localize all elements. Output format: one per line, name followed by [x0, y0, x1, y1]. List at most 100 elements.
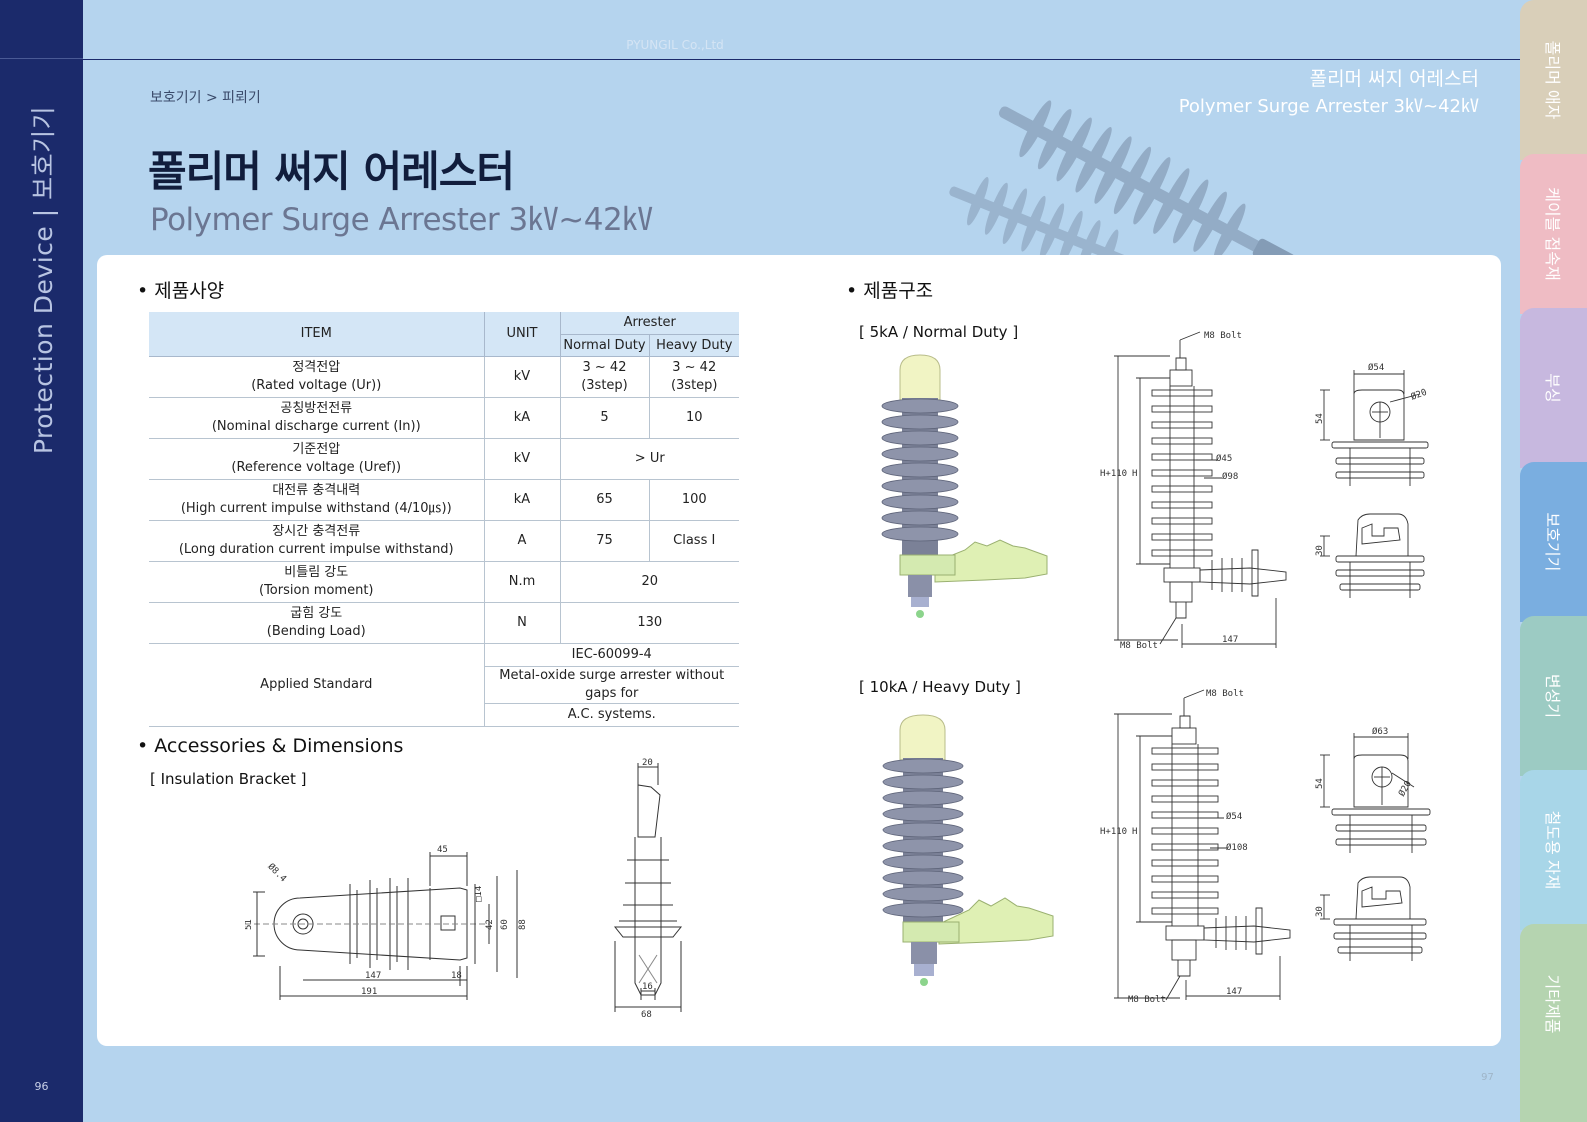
- tab-label: 보호기기: [1543, 512, 1562, 572]
- structure-section-title: • 제품구조: [846, 280, 934, 302]
- table-row: 공칭방전전류(Nominal discharge current (In)) k…: [149, 397, 739, 439]
- heavy-duty-3d-render: [882, 714, 1054, 986]
- tab-other-products[interactable]: 기타제품: [1520, 924, 1587, 1122]
- normal-duty-cell: 3 ~ 42 (3step): [560, 356, 650, 398]
- tab-label: 폴리머 애자: [1543, 40, 1562, 120]
- heavy-duty-detail-drawing: Ø63 Ø20 54 30: [1315, 726, 1431, 961]
- heavy-duty-cell: 10: [649, 397, 739, 439]
- table-row: Applied Standard IEC-60099-4: [149, 643, 739, 727]
- item-name-en: (Nominal discharge current (In)): [211, 418, 421, 434]
- standard-line: A.C. systems.: [484, 703, 739, 727]
- bolt-label: M8 Bolt: [1206, 689, 1244, 699]
- dim-label: Ø45: [1216, 453, 1232, 464]
- normal-duty-title: [ 5kA / Normal Duty ]: [859, 323, 1019, 341]
- normal-duty-front-drawing: M8 Bolt H+110 H Ø45 Ø98 147 M8 Bolt: [1100, 331, 1287, 651]
- left-sidebar: Protection Device | 보호기기 96: [0, 0, 83, 1122]
- tab-label: 케이블 접속재: [1543, 187, 1562, 281]
- normal-duty-cell: 75: [560, 520, 650, 562]
- bolt-label: M8 Bolt: [1120, 641, 1158, 651]
- heavy-duty-cell: 100: [649, 479, 739, 521]
- page-number-right: 97: [1481, 1072, 1494, 1083]
- tab-polymer-insulator[interactable]: 폴리머 애자: [1520, 0, 1587, 160]
- unit-cell: N.m: [484, 561, 561, 603]
- dim-label: 191: [361, 987, 377, 997]
- header-product-korean: 폴리머 써지 어레스터: [1309, 68, 1479, 90]
- item-name-en: (Reference voltage (Uref)): [231, 459, 402, 475]
- dim-label: Ø54: [1368, 362, 1384, 373]
- dim-label: 30: [1315, 906, 1325, 917]
- normal-duty-detail-drawing: Ø54 Ø20 54 30: [1315, 362, 1429, 598]
- bolt-label: M8 Bolt: [1128, 995, 1166, 1005]
- table-row: 정격전압 (Rated voltage (Ur)) kV 3 ~ 42 (3ste…: [149, 356, 739, 398]
- tab-label: 기타제품: [1543, 974, 1562, 1034]
- header-heavy-duty: Heavy Duty: [649, 334, 739, 357]
- item-name-ko: 정격전압: [292, 359, 341, 375]
- dim-label: H+110: [1100, 827, 1127, 837]
- heavy-duty-cell: Class I: [649, 520, 739, 562]
- item-name-ko: 장시간 충격전류: [272, 523, 361, 539]
- tab-label: 변성기: [1543, 673, 1562, 719]
- tab-transformer[interactable]: 변성기: [1520, 616, 1587, 776]
- tab-label: 부싱: [1543, 373, 1562, 403]
- category-tabs: 폴리머 애자 케이블 접속재 부싱 보호기기 변성기 철도용 자재 기타제품: [1520, 0, 1587, 1122]
- dim-label: H: [1132, 827, 1137, 837]
- heavy-duty-cell: 3 ~ 42 (3step): [649, 356, 739, 398]
- tab-railway-material[interactable]: 철도용 자재: [1520, 770, 1587, 930]
- item-name-en: (Torsion moment): [259, 582, 374, 598]
- tab-bushing[interactable]: 부싱: [1520, 308, 1587, 468]
- dim-label: 18: [451, 971, 462, 981]
- header-product-english: Polymer Surge Arrester 3㎸~42㎸: [1178, 96, 1479, 117]
- standard-line: IEC-60099-4: [484, 643, 739, 667]
- unit-cell: A: [484, 520, 561, 562]
- bracket-title: [ Insulation Bracket ]: [150, 770, 307, 788]
- category-vertical-label: Protection Device | 보호기기: [29, 105, 58, 455]
- bracket-side-view-drawing: 20 16 68: [613, 758, 683, 1020]
- bracket-top-view-drawing: Ø8.4 45 □14 51 42 60 88 147 18 191: [245, 845, 528, 1000]
- company-name: PYUNGIL Co.,Ltd: [626, 38, 724, 52]
- item-name-ko: 대전류 충격내력: [272, 482, 361, 498]
- dim-label: 68: [641, 1010, 652, 1020]
- hero-sheds: [1019, 100, 1246, 255]
- dim-label: Ø8.4: [265, 861, 288, 884]
- tab-cable-accessories[interactable]: 케이블 접속재: [1520, 154, 1587, 314]
- unit-cell: kV: [484, 356, 561, 398]
- normal-duty-3d-render: [881, 354, 1048, 618]
- dim-label: 147: [365, 971, 381, 981]
- header-arrester: Arrester: [560, 312, 739, 335]
- item-name-ko: 기준전압: [292, 441, 341, 457]
- table-row: A.C. systems.: [149, 703, 739, 727]
- dim-label: 54: [1315, 778, 1325, 789]
- dim-label: 45: [437, 845, 448, 855]
- hero-arrester-image: [949, 100, 1295, 255]
- item-name-en: (Rated voltage (Ur)): [251, 377, 382, 393]
- page-title-korean: 폴리머 써지 어레스터: [148, 147, 515, 196]
- tab-protection-device[interactable]: 보호기기: [1520, 462, 1587, 622]
- dim-label: 147: [1226, 987, 1242, 997]
- item-name-en: (High current impulse withstand (4/10㎲)): [180, 500, 452, 516]
- dim-label: 20: [642, 758, 653, 768]
- unit-cell: kA: [484, 479, 561, 521]
- table-row: 장시간 충격전류(Long duration current impulse w…: [149, 520, 739, 562]
- unit-cell: kV: [484, 438, 561, 480]
- header-rule: [83, 59, 1520, 60]
- dim-label: 147: [1222, 635, 1238, 645]
- item-name-ko: 비틀림 강도: [284, 564, 349, 580]
- dim-label: H+110: [1100, 469, 1127, 479]
- dim-label: Ø20: [1409, 387, 1428, 403]
- spec-section-title: • 제품사양: [137, 280, 225, 302]
- merged-value-cell: 20: [560, 561, 739, 603]
- table-row: Metal-oxide surge arrester without gaps …: [149, 666, 739, 704]
- item-name-ko: 굽힘 강도: [290, 605, 343, 621]
- header-unit: UNIT: [484, 312, 561, 357]
- dim-label: Ø54: [1226, 811, 1242, 822]
- breadcrumb[interactable]: 보호기기 > 피뢰기: [150, 90, 261, 106]
- applied-standard-label: Applied Standard: [149, 643, 485, 727]
- dim-label: Ø108: [1226, 842, 1248, 853]
- page-title-english: Polymer Surge Arrester 3㎸~42㎸: [150, 202, 653, 238]
- standard-line: Metal-oxide surge arrester without gaps …: [484, 666, 739, 704]
- dim-label: 60: [500, 919, 510, 930]
- dim-label: 42: [485, 919, 495, 930]
- heavy-duty-title: [ 10kA / Heavy Duty ]: [859, 678, 1021, 696]
- item-name-ko: 공칭방전전류: [280, 400, 353, 416]
- dim-label: 88: [518, 919, 528, 930]
